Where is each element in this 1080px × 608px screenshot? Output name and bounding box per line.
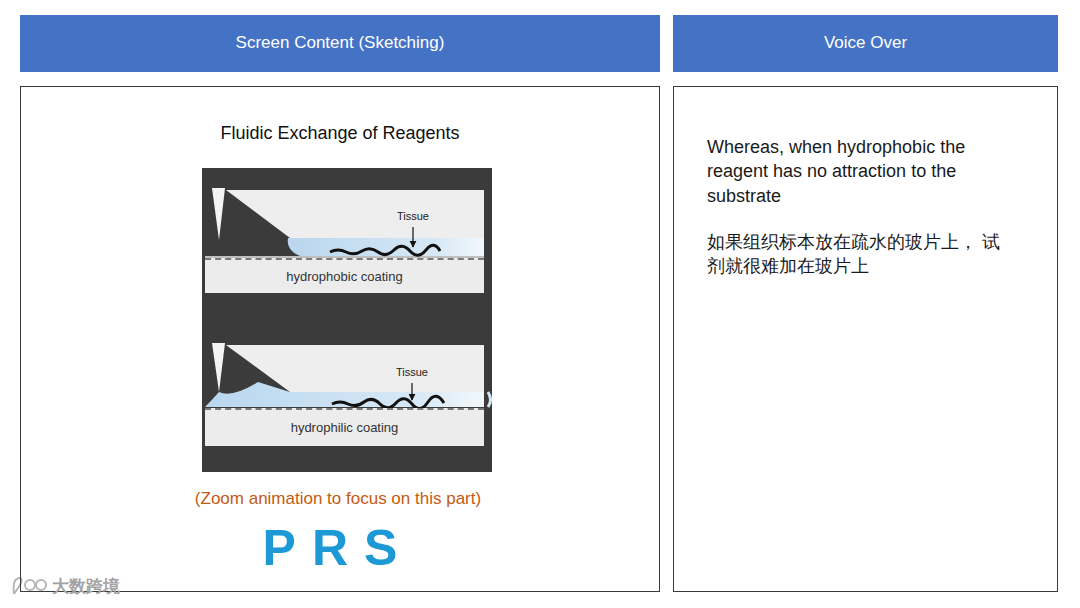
reagent-liquid (288, 238, 484, 256)
pipette-tip (212, 343, 225, 392)
leader-arrow (411, 383, 412, 400)
coating-band-text: hydrophilic coating (291, 419, 399, 437)
header-bar: Screen Content (Sketching) (20, 15, 660, 72)
tissue-sample (330, 245, 440, 255)
illustration-ground (202, 168, 492, 472)
content-panel-text: Fluidic Exchange of Reagents (220, 121, 459, 145)
tissue-sample (332, 396, 444, 408)
pipette-tip (212, 188, 225, 240)
part-label: Tissue (390, 210, 436, 223)
cover-slab (226, 190, 484, 238)
header-bar: Voice Over (673, 15, 1058, 72)
coating-band: hydrophobic coating (205, 258, 484, 293)
watermark: 大数跨境 (52, 577, 152, 597)
coating-band: hydrophilic coating (205, 408, 484, 446)
voice-over-panel: Whereas, when hydrophobic the reagent ha… (673, 86, 1058, 592)
direction-note: (Zoom animation to focus on this part) (110, 489, 566, 509)
header-bar-text: Screen Content (Sketching) (236, 32, 445, 55)
leader-arrow (412, 227, 413, 247)
voice-over-panel-text: Whereas, when hydrophobic the reagent ha… (707, 135, 1007, 208)
part-label: Tissue (389, 366, 435, 379)
content-panel: Fluidic Exchange of Reagents hydrophobic … (20, 86, 660, 592)
coating-band-text: hydrophobic coating (286, 268, 402, 286)
header-bar-text: Voice Over (824, 32, 907, 55)
voice-over-panel-text: 如果组织标本放在疏水的玻片上， 试剂就很难加在玻片上 (707, 230, 1007, 279)
liquid-meniscus (488, 392, 491, 407)
logo-text: PRS (228, 518, 448, 578)
